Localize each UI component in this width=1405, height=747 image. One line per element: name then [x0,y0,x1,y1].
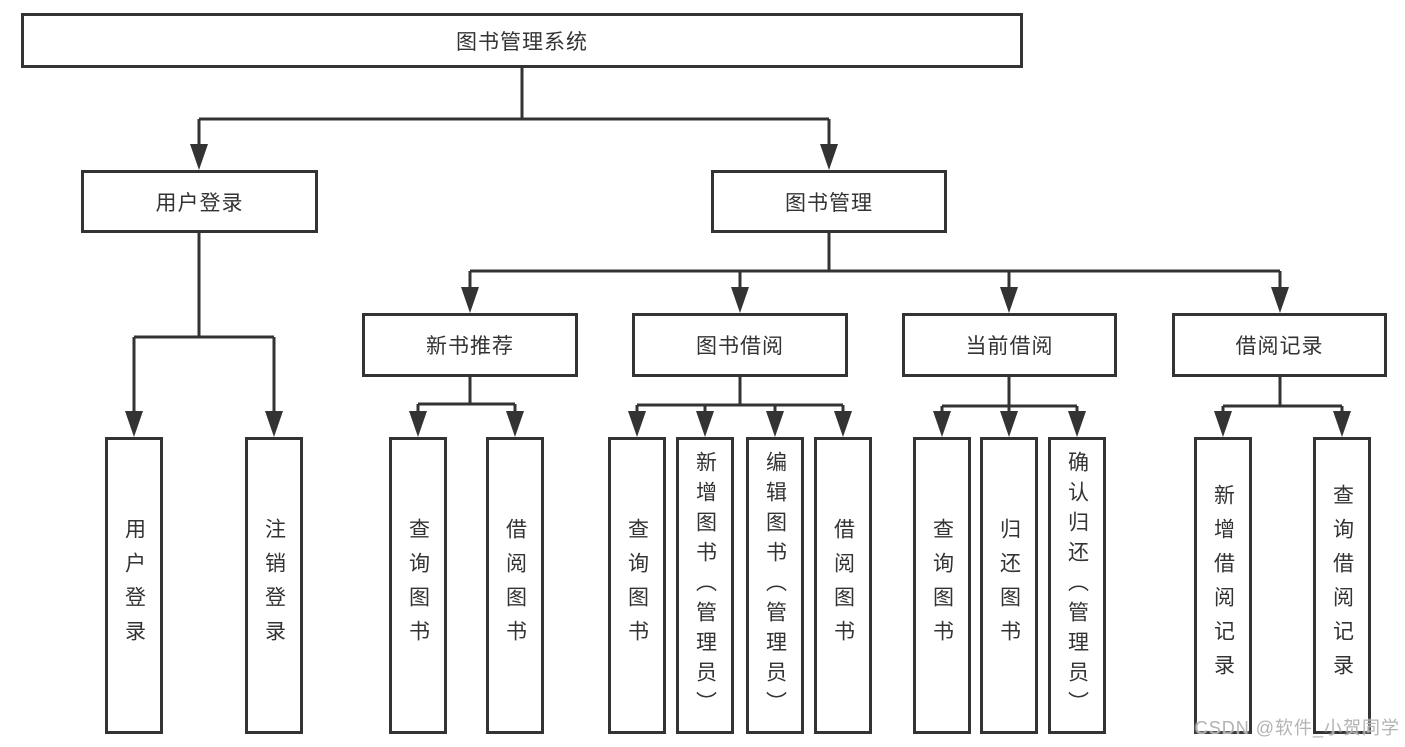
node-user-login: 用户登录 [81,170,318,233]
arrow-icon [1068,411,1086,437]
node-new-book-recommend: 新书推荐 [362,313,578,377]
leaf-logout-login: 注销登录 [245,437,303,734]
arrow-icon [190,144,208,170]
node-borrow-records: 借阅记录 [1172,313,1387,377]
arrow-icon [1333,411,1351,437]
leaf-borrow-borrow-books: 借阅图书 [814,437,872,734]
leaf-recommend-borrow-books: 借阅图书 [486,437,544,734]
node-label: 查询图书 [930,517,954,654]
node-label: 图书管理系统 [456,30,588,54]
leaf-recommend-query-books: 查询图书 [389,437,447,734]
node-label: 借阅图书 [831,517,855,654]
node-label: 当前借阅 [965,335,1054,358]
tree-edges [132,68,1344,413]
arrow-icon [1000,287,1018,313]
leaf-borrow-query-books: 查询图书 [608,437,666,734]
leaf-records-add-borrow-record: 新增借阅记录 [1194,437,1252,734]
node-label: 新增借阅记录 [1211,483,1235,688]
arrow-icon [506,411,524,437]
node-label: 新增图书（管理员） [693,450,717,721]
arrow-icon [933,411,951,437]
leaf-borrow-add-books-admin: 新增图书（管理员） [676,437,734,734]
node-label: 图书借阅 [696,335,784,358]
node-label: 编辑图书（管理员） [763,450,787,721]
leaf-records-query-borrow-record: 查询借阅记录 [1313,437,1371,734]
node-book-management: 图书管理 [711,170,947,233]
arrow-icon [409,411,427,437]
node-book-borrow: 图书借阅 [632,313,848,377]
arrow-icon [820,144,838,170]
arrow-icon [731,287,749,313]
node-label: 查询图书 [625,517,649,654]
node-label: 确认归还（管理员） [1065,450,1089,721]
arrow-icon [125,411,143,437]
node-label: 归还图书 [997,517,1021,654]
node-label: 查询图书 [406,517,430,654]
arrow-icon [1214,411,1232,437]
node-label: 图书管理 [785,191,873,215]
node-root: 图书管理系统 [21,13,1023,68]
arrow-icon [834,411,852,437]
node-label: 注销登录 [262,517,286,654]
arrow-icon [766,411,784,437]
node-label: 借阅记录 [1235,335,1324,358]
node-label: 用户登录 [155,191,244,215]
leaf-current-query-books: 查询图书 [913,437,971,734]
watermark-csdn: CSDN @软件_小贺同学 [1194,718,1400,738]
arrow-icon [628,411,646,437]
arrow-icon [461,287,479,313]
node-label: 借阅图书 [503,517,527,654]
node-label: 用户登录 [122,517,146,654]
node-current-borrow: 当前借阅 [902,313,1117,377]
leaf-borrow-edit-books-admin: 编辑图书（管理员） [746,437,804,734]
arrow-icon [1000,411,1018,437]
arrow-icon [1271,287,1289,313]
node-label: 新书推荐 [426,335,514,358]
arrow-icon [265,411,283,437]
leaf-current-return-books: 归还图书 [980,437,1038,734]
leaf-current-confirm-return-admin: 确认归还（管理员） [1048,437,1106,734]
node-label: 查询借阅记录 [1330,483,1354,688]
leaf-user-login: 用户登录 [105,437,163,734]
arrowheads [125,144,1351,437]
arrow-icon [696,411,714,437]
